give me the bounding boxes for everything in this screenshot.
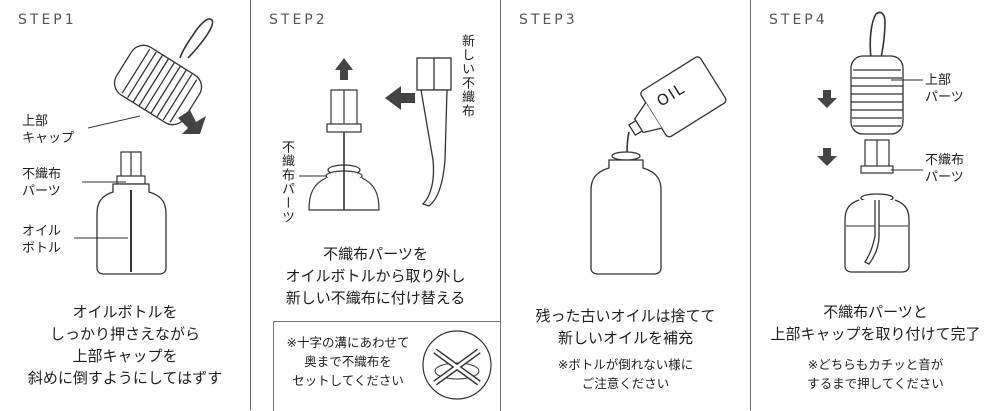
step2-old-filter <box>326 89 362 133</box>
step1-bottle-label: オイル ボトル <box>22 224 62 256</box>
step4-down-arrow <box>817 90 837 108</box>
step3-oil-stream <box>626 131 630 155</box>
step2-up-arrow <box>335 58 353 80</box>
step4-bottle <box>844 193 910 273</box>
step1-filter <box>116 151 146 185</box>
step2-note-box <box>273 321 501 411</box>
panel-divider <box>750 0 751 410</box>
step1-strap <box>179 18 214 59</box>
step4-note: ※どちらもカチッと音が するまで押してください <box>807 357 944 391</box>
step2-new-filter-label: 新しい不織布 <box>459 34 474 118</box>
step2-label: STEP2 <box>269 12 328 28</box>
step2-filter-label: 不織布パーツ <box>279 140 294 224</box>
step3-caption: 残った古いオイルは捨てて 新しいオイルを補充 <box>535 307 716 347</box>
step2-detail-illustration <box>422 330 492 400</box>
panel-divider <box>500 0 501 410</box>
step1-caption: オイルボトルを しっかり押さえながら 上部キャップを 斜めに倒すようにしてはずす <box>27 303 223 387</box>
step2-note: ※十字の溝にあわせて 奥まで不織布を セットしてください <box>286 335 410 388</box>
step2-new-filter <box>416 57 452 207</box>
step3-oil-bottle <box>628 56 727 138</box>
step2-panel: STEP2 新しい不織布 不織布パーツ 不織布パーツを オイルボトルから取り外し… <box>251 0 501 411</box>
step1-panel: STEP1 <box>0 0 250 410</box>
panel-divider <box>250 0 251 410</box>
step4-down-arrow <box>817 148 837 166</box>
step4-filter-label: 不織布 パーツ <box>925 153 965 185</box>
step2-caption: 不織布パーツを オイルボトルから取り外し 新しい不織布に付け替える <box>285 245 466 307</box>
step3-illustration <box>590 56 727 275</box>
step4-panel: STEP4 <box>751 0 1000 410</box>
step4-cap <box>850 55 904 135</box>
step1-bottle <box>96 183 167 275</box>
step1-arrow <box>178 110 206 134</box>
step1-cap-label: 上部 キャップ <box>22 114 75 146</box>
step1-label: STEP1 <box>18 12 77 28</box>
step3-bottle <box>590 151 662 275</box>
step4-strap <box>869 11 886 59</box>
step4-filter <box>860 139 894 174</box>
step2-left-arrow <box>385 86 415 110</box>
step4-label: STEP4 <box>769 12 828 28</box>
step4-caption: 不織布パーツと 上部キャップを取り付けて完了 <box>770 303 981 343</box>
step1-cap <box>113 44 203 126</box>
step3-note: ※ボトルが倒れない様に ご注意ください <box>557 357 694 391</box>
step3-panel: STEP3 OIL 残った古いオイルは捨てて 新しいオイルを補充 ※ボトルが倒れ… <box>501 0 750 410</box>
step4-illustration <box>817 11 923 273</box>
step2-illustration <box>299 57 452 211</box>
step1-illustration <box>74 18 214 275</box>
step1-filter-label: 不織布 パーツ <box>22 167 62 199</box>
step3-label: STEP3 <box>519 12 578 28</box>
step4-cap-label: 上部 パーツ <box>925 73 964 105</box>
step2-bottle <box>308 132 380 211</box>
